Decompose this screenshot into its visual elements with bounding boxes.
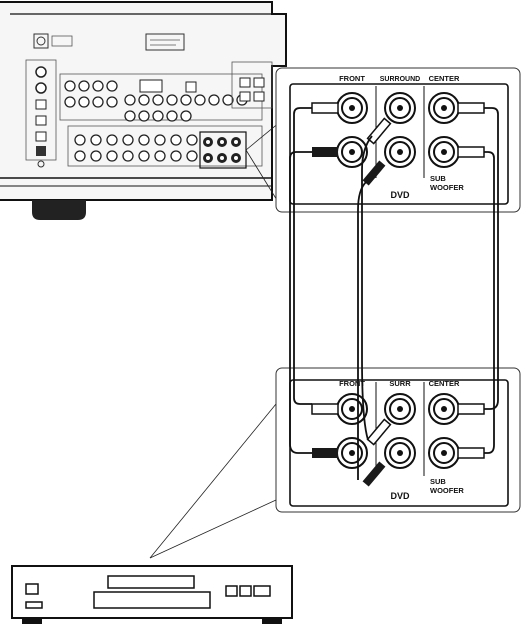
center-label: CENTER: [429, 74, 460, 83]
subwoofer-label-line1: SUB: [430, 174, 446, 183]
dvd-label: DVD: [390, 491, 410, 501]
rca-plug: [311, 403, 485, 487]
front-label: FRONT: [339, 74, 365, 83]
subwoofer-label-line2: WOOFER: [430, 183, 464, 192]
subwoofer-label-line2: WOOFER: [430, 486, 464, 495]
surround-label: SURROUND: [380, 76, 420, 83]
dvd-player-zoom-panel: FRONT SURR CENTER SUB WOOFER DVD: [275, 367, 521, 513]
center-label: CENTER: [429, 379, 460, 388]
surround-label: SURR: [389, 379, 411, 388]
multichannel-input-block: [199, 131, 247, 169]
av-receiver: [0, 1, 287, 220]
audio-cables: [289, 107, 499, 480]
front-label: FRONT: [339, 379, 365, 388]
subwoofer-label-line1: SUB: [430, 477, 446, 486]
dvd-player: [11, 565, 293, 624]
receiver-zoom-panel: FRONT SURROUND CENTER SUB WOOFER DVD: [275, 67, 521, 213]
rca-plug: [311, 102, 485, 186]
dvd-label: DVD: [390, 190, 410, 200]
